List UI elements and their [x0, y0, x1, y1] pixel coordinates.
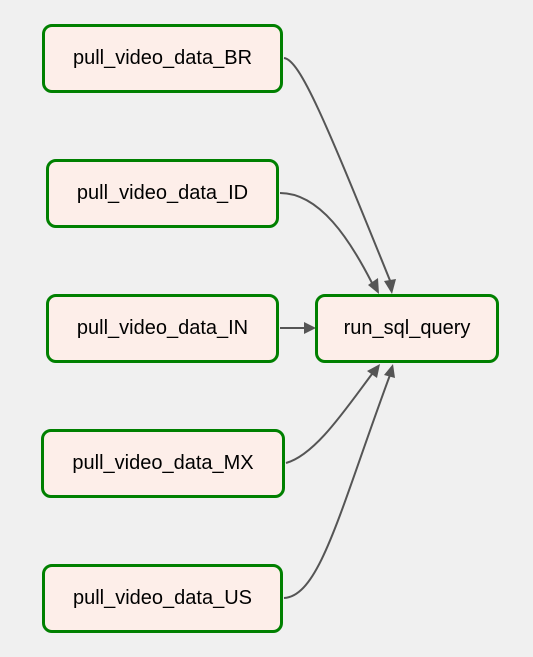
edge-mx-arrowhead	[367, 364, 380, 378]
task-node-label: pull_video_data_ID	[76, 182, 249, 204]
edge-mx-to-sql	[285, 373, 373, 464]
edge-us-to-sql	[283, 374, 391, 599]
task-node-pull-video-data-id[interactable]: pull_video_data_ID	[46, 159, 279, 228]
task-node-run-sql-query[interactable]: run_sql_query	[315, 294, 499, 363]
edge-id-to-sql	[279, 192, 373, 284]
task-node-pull-video-data-mx[interactable]: pull_video_data_MX	[41, 429, 285, 498]
edge-br-arrowhead	[384, 279, 396, 294]
task-node-label: pull_video_data_BR	[72, 47, 253, 69]
task-node-label: run_sql_query	[343, 317, 471, 339]
edge-id-arrowhead	[368, 278, 379, 294]
edge-br-to-sql	[283, 57, 392, 284]
task-node-pull-video-data-us[interactable]: pull_video_data_US	[42, 564, 283, 633]
task-node-label: pull_video_data_MX	[72, 452, 254, 474]
task-node-pull-video-data-br[interactable]: pull_video_data_BR	[42, 24, 283, 93]
task-node-label: pull_video_data_US	[72, 587, 253, 609]
edge-us-arrowhead	[384, 364, 395, 378]
task-node-pull-video-data-in[interactable]: pull_video_data_IN	[46, 294, 279, 363]
edge-in-arrowhead	[304, 322, 316, 334]
task-node-label: pull_video_data_IN	[76, 317, 249, 339]
